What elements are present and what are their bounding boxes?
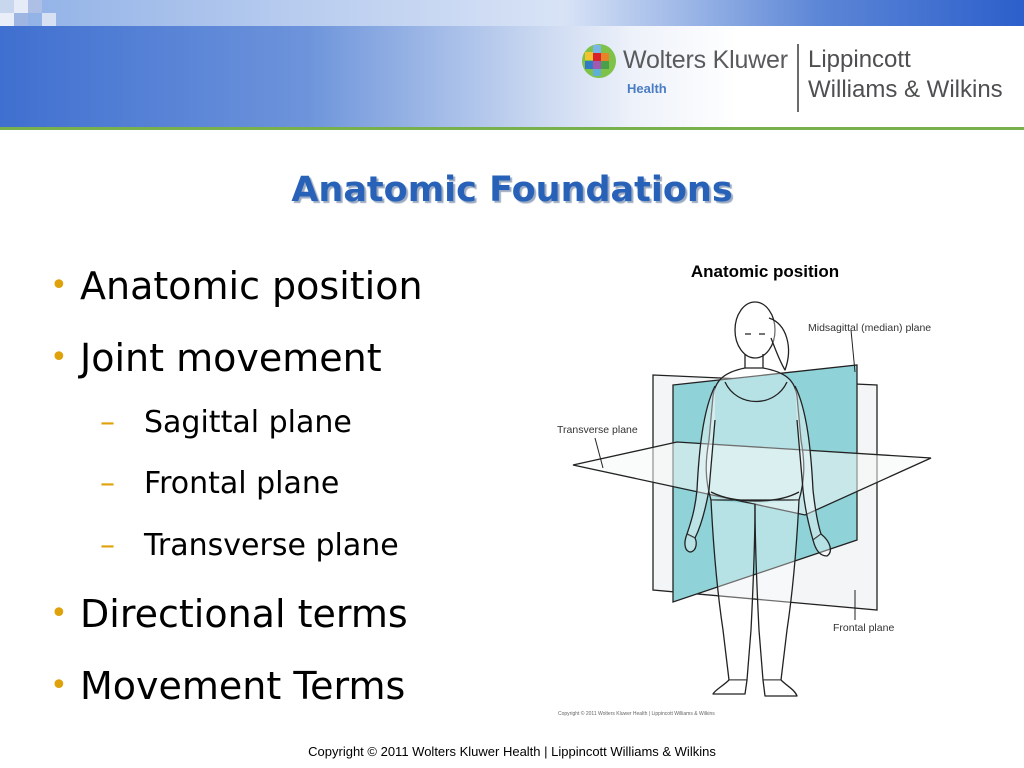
header-banner: Wolters Kluwer Health Lippincott William…	[0, 0, 1024, 127]
bullet-item: • Joint movement	[50, 336, 382, 380]
lippincott-wordmark: Lippincott	[808, 46, 911, 73]
bullet-dot-icon: •	[50, 668, 68, 703]
sub-bullet-dash-icon: –	[100, 528, 115, 563]
wolters-kluwer-globe-icon	[582, 44, 616, 78]
bullet-text: Joint movement	[80, 336, 382, 380]
bullet-item: • Directional terms	[50, 592, 408, 636]
sub-bullet-text: Transverse plane	[144, 528, 399, 563]
sub-bullet-text: Frontal plane	[144, 466, 340, 501]
logo-divider	[797, 44, 799, 112]
midsagittal-leader-line	[850, 329, 856, 373]
bullet-text: Directional terms	[80, 592, 408, 636]
banner-top-strip	[0, 0, 1024, 26]
sub-bullet-item: –Frontal plane	[100, 466, 339, 501]
figure-caption: Anatomic position	[690, 262, 840, 281]
transverse-plane-label: Transverse plane	[557, 424, 638, 436]
wolters-kluwer-wordmark: Wolters Kluwer	[623, 46, 788, 74]
banner-divider-rule	[0, 127, 1024, 130]
midsagittal-plane-label: Midsagittal (median) plane	[808, 322, 931, 334]
bullet-dot-icon: •	[50, 268, 68, 303]
transverse-leader-line	[594, 437, 604, 469]
sub-bullet-item: –Sagittal plane	[100, 405, 352, 440]
frontal-plane-label: Frontal plane	[833, 622, 894, 634]
sub-bullet-text: Sagittal plane	[144, 405, 352, 440]
bullet-item: • Anatomic position	[50, 264, 423, 308]
figure-copyright: Copyright © 2011 Wolters Kluwer Health |…	[558, 711, 715, 717]
publisher-logo: Wolters Kluwer Health Lippincott William…	[580, 42, 1020, 114]
anatomic-planes-illustration: Midsagittal (median) plane Transverse pl…	[557, 301, 931, 697]
slide-title: Anatomic Foundations	[291, 170, 733, 210]
slide-footer-copyright: Copyright © 2011 Wolters Kluwer Health |…	[308, 744, 716, 759]
sub-bullet-dash-icon: –	[100, 405, 115, 440]
human-figure	[684, 301, 832, 697]
bullet-dot-icon: •	[50, 340, 68, 375]
bullet-item: • Movement Terms	[50, 664, 405, 708]
sub-bullet-dash-icon: –	[100, 466, 115, 501]
bullet-text: Movement Terms	[80, 664, 406, 708]
sub-bullet-item: –Transverse plane	[100, 528, 399, 563]
health-wordmark: Health	[627, 81, 667, 96]
williams-wilkins-wordmark: Williams & Wilkins	[808, 76, 1003, 103]
bullet-dot-icon: •	[50, 596, 68, 631]
bullet-text: Anatomic position	[80, 264, 423, 308]
